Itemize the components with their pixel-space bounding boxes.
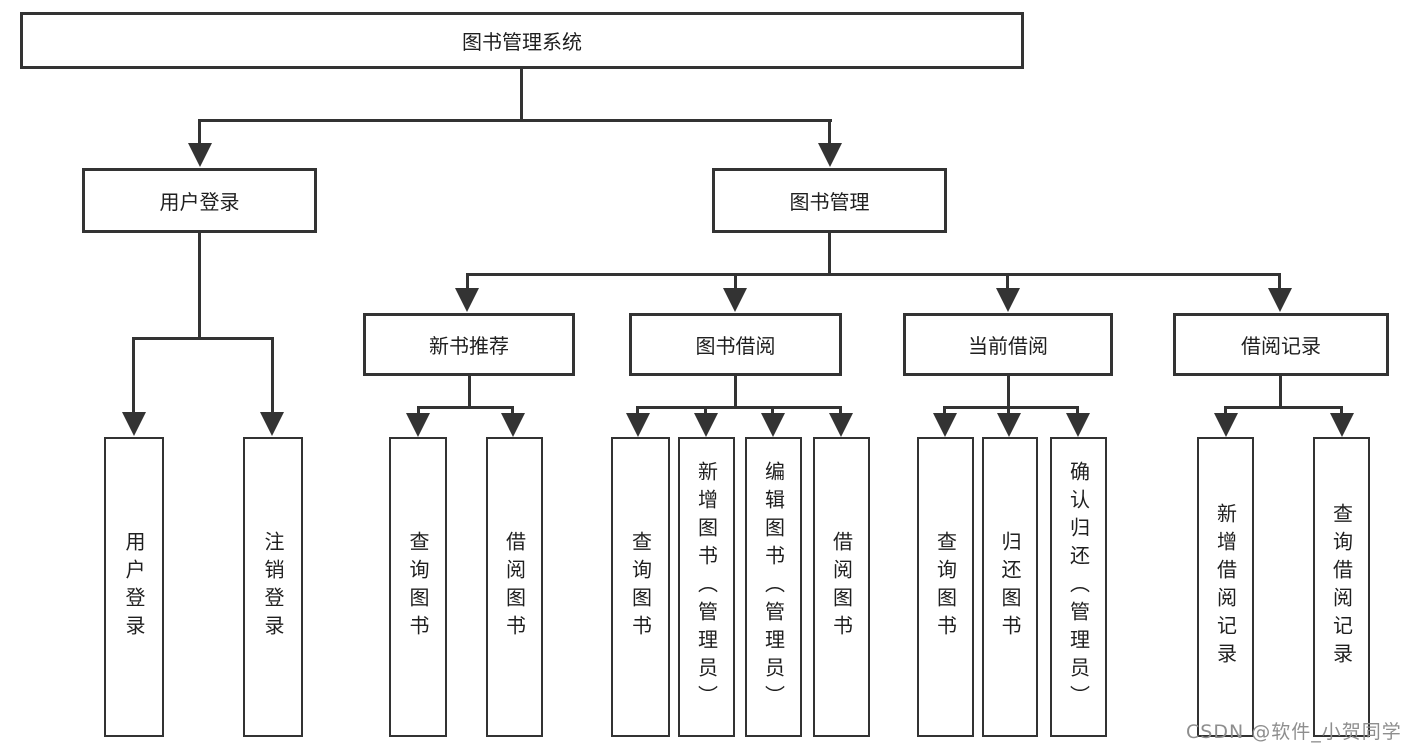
leaf-label: 查询图书: [933, 531, 958, 643]
leaf-borrow-query: 查询图书: [611, 437, 670, 737]
connector-leaf-stem: [771, 406, 774, 416]
connector-current-borrow-stem: [1006, 273, 1009, 290]
arrowhead-leaf: [1214, 413, 1238, 437]
connector-borrow-records-down: [1279, 376, 1282, 406]
leaf-label: 新增借阅记录: [1213, 503, 1238, 671]
leaf-logout-label: 注销登录: [261, 531, 285, 643]
leaf-label: 借阅图书: [502, 531, 527, 643]
leaf-new-books-borrow: 借阅图书: [486, 437, 543, 737]
connector-new-books-stem: [466, 273, 469, 290]
node-user-login: 用户登录: [82, 168, 317, 233]
connector-root-stem: [520, 69, 523, 119]
connector-leaf-stem: [1340, 406, 1343, 416]
leaf-records-query: 查询借阅记录: [1313, 437, 1370, 737]
arrowhead-book-mgmt: [818, 143, 842, 167]
node-current-borrow: 当前借阅: [903, 313, 1113, 376]
arrowhead-leaf-logout: [260, 412, 284, 436]
node-borrow-records: 借阅记录: [1173, 313, 1389, 376]
connector-user-login-down: [198, 233, 201, 337]
arrowhead-leaf: [1066, 413, 1090, 437]
leaf-user-login: 用户登录: [104, 437, 164, 737]
connector-new-books-rail: [417, 406, 514, 409]
connector-user-login-rail: [132, 337, 274, 340]
leaf-current-confirm-admin: 确认归还（管理员）: [1050, 437, 1107, 737]
arrowhead-new-books: [455, 288, 479, 312]
connector-leaf-login-stem: [132, 337, 135, 412]
node-borrow-records-label: 借阅记录: [1241, 334, 1321, 358]
leaf-label: 归还图书: [998, 531, 1022, 643]
connector-leaf-stem: [1007, 406, 1010, 416]
connector-book-mgmt-stem: [828, 119, 831, 145]
leaf-label: 编辑图书（管理员）: [761, 461, 786, 713]
connector-leaf-stem: [704, 406, 707, 416]
node-book-mgmt: 图书管理: [712, 168, 947, 233]
connector-book-borrow-down: [734, 376, 737, 406]
node-new-books-label: 新书推荐: [429, 334, 509, 358]
arrowhead-leaf: [761, 413, 785, 437]
connector-book-borrow-stem: [734, 273, 737, 290]
connector-borrow-records-stem: [1278, 273, 1281, 290]
connector-user-login-stem: [198, 119, 201, 145]
node-book-mgmt-label: 图书管理: [789, 190, 870, 214]
node-root-label: 图书管理系统: [462, 30, 582, 54]
connector-leaf-stem: [636, 406, 639, 416]
connector-leaf-stem: [1224, 406, 1227, 416]
connector-book-mgmt-down: [828, 233, 831, 273]
arrowhead-leaf: [1330, 413, 1354, 437]
leaf-label: 确认归还（管理员）: [1066, 461, 1091, 713]
arrowhead-leaf: [997, 413, 1021, 437]
connector-level3-rail: [466, 273, 1281, 276]
leaf-label: 借阅图书: [829, 531, 854, 643]
node-current-borrow-label: 当前借阅: [968, 334, 1048, 358]
arrowhead-leaf: [933, 413, 957, 437]
arrowhead-book-borrow: [723, 288, 747, 312]
node-new-books: 新书推荐: [363, 313, 575, 376]
connector-leaf-stem: [417, 406, 420, 416]
leaf-borrow-edit-admin: 编辑图书（管理员）: [745, 437, 802, 737]
arrowhead-user-login: [188, 143, 212, 167]
arrowhead-leaf: [829, 413, 853, 437]
connector-borrow-records-rail: [1224, 406, 1343, 409]
leaf-borrow-borrow: 借阅图书: [813, 437, 870, 737]
node-book-borrow-label: 图书借阅: [695, 334, 776, 358]
arrowhead-current-borrow: [996, 288, 1020, 312]
connector-leaf-stem: [511, 406, 514, 416]
leaf-borrow-add-admin: 新增图书（管理员）: [678, 437, 735, 737]
arrowhead-leaf: [694, 413, 718, 437]
connector-leaf-stem: [1076, 406, 1079, 416]
connector-leaf-stem: [839, 406, 842, 416]
connector-leaf-logout-stem: [271, 337, 274, 412]
leaf-current-query: 查询图书: [917, 437, 974, 737]
node-user-login-label: 用户登录: [159, 190, 240, 214]
leaf-label: 查询图书: [628, 531, 653, 643]
arrowhead-leaf: [626, 413, 650, 437]
connector-leaf-stem: [943, 406, 946, 416]
arrowhead-leaf: [501, 413, 525, 437]
arrowhead-leaf: [406, 413, 430, 437]
node-book-borrow: 图书借阅: [629, 313, 842, 376]
leaf-label: 查询图书: [406, 531, 430, 643]
arrowhead-borrow-records: [1268, 288, 1292, 312]
leaf-label: 查询借阅记录: [1329, 503, 1354, 671]
leaf-label: 新增图书（管理员）: [694, 461, 719, 713]
leaf-new-books-query: 查询图书: [389, 437, 447, 737]
connector-book-borrow-rail: [636, 406, 841, 409]
leaf-user-login-label: 用户登录: [122, 531, 146, 643]
leaf-records-add: 新增借阅记录: [1197, 437, 1254, 737]
connector-current-borrow-down: [1007, 376, 1010, 406]
node-root: 图书管理系统: [20, 12, 1024, 69]
leaf-logout: 注销登录: [243, 437, 303, 737]
connector-level2-rail: [198, 119, 832, 122]
connector-new-books-down: [468, 376, 471, 406]
csdn-watermark: CSDN @软件_小贺同学: [1186, 721, 1402, 743]
leaf-current-return: 归还图书: [982, 437, 1038, 737]
arrowhead-leaf-login: [122, 412, 146, 436]
connector-current-borrow-rail: [944, 406, 1079, 409]
